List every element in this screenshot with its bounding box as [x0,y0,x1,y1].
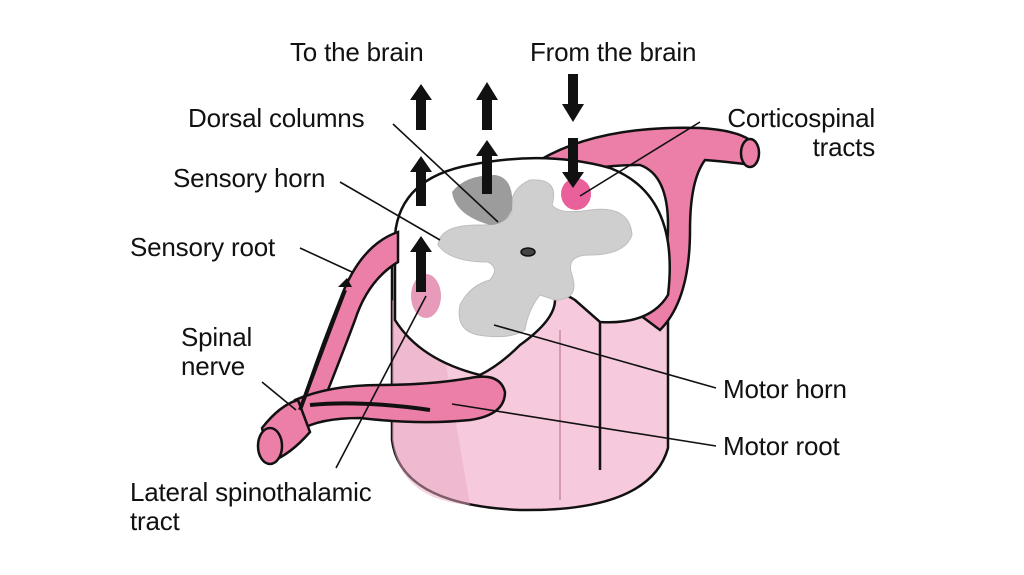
up-arrow-left [410,84,432,292]
left-nerve-roots [256,230,507,466]
label-from-the-brain: From the brain [530,37,697,67]
leader-lines [261,121,717,469]
label-corticospinal-line1: Corticospinal [727,103,875,133]
down-arrow [562,74,584,188]
cord-cross-section [393,156,672,377]
sensory-signal-arrow [298,278,431,412]
label-lateral-spinothalamic-line2: tract [130,506,180,536]
label-spinal-nerve-line2: nerve [181,351,246,381]
label-lateral-spinothalamic-line1: Lateral spinothalamic [130,477,372,507]
label-to-the-brain: To the brain [290,37,424,67]
up-arrow-right [476,82,498,194]
label-dorsal-columns: Dorsal columns [188,103,365,133]
label-sensory-root: Sensory root [130,232,276,262]
label-spinal-nerve-line1: Spinal [181,322,253,352]
dorsal-columns-tract [452,175,513,225]
right-nerve-root [537,126,761,332]
label-sensory-horn: Sensory horn [173,163,326,193]
label-motor-root: Motor root [723,431,840,461]
corticospinal-tract [561,178,591,210]
label-motor-horn: Motor horn [723,374,847,404]
label-corticospinal-line2: tracts [812,132,876,162]
